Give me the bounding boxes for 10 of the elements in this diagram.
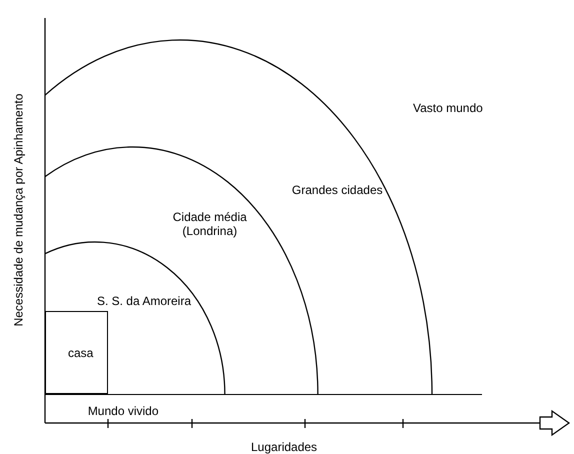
region-label: S. S. da Amoreira — [96, 294, 191, 308]
axis-title: Necessidade de mudança por Apinhamento — [10, 94, 25, 326]
axis-title: Lugaridades — [251, 440, 318, 454]
region-label: Cidade média (Londrina) — [172, 210, 248, 238]
region-label: Grandes cidades — [292, 183, 383, 198]
region-arc — [45, 242, 225, 394]
region-label: casa — [68, 346, 94, 360]
house-box — [45, 311, 108, 394]
region-label: Mundo vivido — [88, 404, 159, 418]
region-label: Vasto mundo — [413, 101, 483, 115]
